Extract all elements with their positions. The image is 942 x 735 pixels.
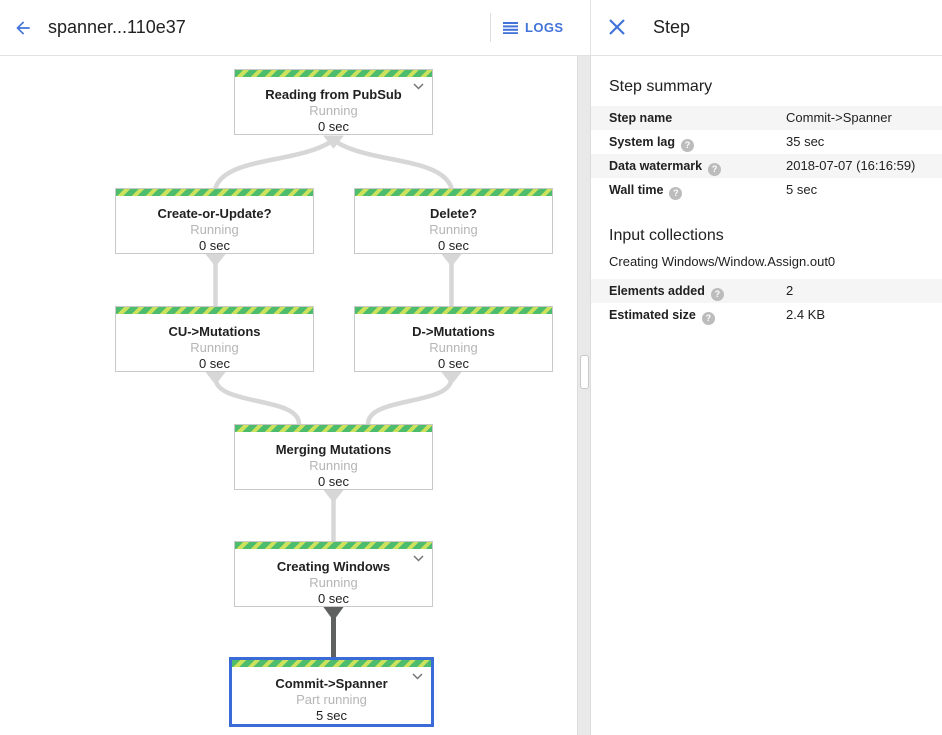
node-title: Merging Mutations — [275, 442, 392, 457]
input-collections-heading: Input collections — [609, 227, 724, 244]
help-icon[interactable]: ? — [681, 139, 695, 152]
row-label: Elements added — [609, 284, 705, 298]
input-row-elements-added: Elements added? 2 — [591, 279, 942, 303]
help-icon[interactable]: ? — [710, 288, 724, 301]
row-value: 2 — [786, 283, 794, 298]
graph-node-d-mutations[interactable]: D->Mutations Running 0 sec — [354, 306, 553, 372]
node-status: Running — [309, 458, 358, 473]
step-detail-panel: Step summary Step name Commit->Spanner S… — [591, 56, 942, 735]
node-title: Delete? — [430, 206, 477, 221]
collection-name: Creating Windows/Window.Assign.out0 — [609, 254, 836, 269]
node-title: Commit->Spanner — [275, 676, 388, 691]
top-bar: spanner...110e37 LOGS Step — [0, 0, 942, 56]
node-status: Running — [429, 222, 478, 237]
row-label: System lag — [609, 135, 676, 149]
row-value: 2018-07-07 (16:16:59) — [786, 158, 916, 173]
row-value: 35 sec — [786, 134, 825, 149]
graph-node-creating-windows[interactable]: Creating Windows Running 0 sec — [234, 541, 433, 607]
node-time: 0 sec — [317, 591, 350, 606]
job-graph-canvas[interactable]: Reading from PubSub Running 0 sec Create… — [0, 56, 577, 735]
running-stripe — [116, 307, 313, 314]
node-title: Creating Windows — [276, 559, 391, 574]
summary-row-step-name: Step name Commit->Spanner — [591, 106, 942, 130]
chevron-down-icon[interactable] — [412, 673, 423, 680]
node-status: Running — [429, 340, 478, 355]
job-title: spanner...110e37 — [48, 17, 186, 37]
running-stripe — [355, 307, 552, 314]
row-value: 5 sec — [786, 182, 818, 197]
graph-edges — [205, 135, 462, 660]
running-stripe — [116, 189, 313, 196]
node-title: Create-or-Update? — [157, 206, 272, 221]
topbar-divider — [490, 13, 491, 42]
node-title: Reading from PubSub — [265, 87, 402, 102]
node-time: 0 sec — [317, 474, 350, 489]
running-stripe — [355, 189, 552, 196]
running-stripe — [232, 660, 431, 667]
graph-node-merging-mutations[interactable]: Merging Mutations Running 0 sec — [234, 424, 433, 490]
panel-title: Step — [653, 17, 691, 37]
summary-row-data-watermark: Data watermark? 2018-07-07 (16:16:59) — [591, 154, 942, 178]
help-icon[interactable]: ? — [669, 187, 683, 200]
graph-node-delete[interactable]: Delete? Running 0 sec — [354, 188, 553, 254]
node-time: 0 sec — [317, 119, 350, 134]
help-icon[interactable]: ? — [708, 163, 722, 176]
chevron-down-icon[interactable] — [413, 83, 424, 90]
logs-button-label: LOGS — [525, 20, 564, 35]
row-label: Step name — [609, 111, 673, 125]
summary-row-system-lag: System lag? 35 sec — [591, 130, 942, 154]
node-time: 0 sec — [198, 356, 231, 371]
pane-resizer-bar — [577, 56, 591, 735]
graph-node-reading-from-pubsub[interactable]: Reading from PubSub Running 0 sec — [234, 69, 433, 135]
node-status: Running — [190, 222, 239, 237]
pane-resizer-handle[interactable] — [580, 355, 589, 389]
node-status: Running — [190, 340, 239, 355]
help-icon[interactable]: ? — [701, 312, 715, 325]
logs-list-icon — [503, 21, 518, 34]
node-title: D->Mutations — [412, 324, 495, 339]
logs-button[interactable]: LOGS — [503, 0, 563, 55]
row-label: Estimated size — [609, 308, 696, 322]
summary-row-wall-time: Wall time? 5 sec — [591, 178, 942, 202]
row-label: Data watermark — [609, 159, 703, 173]
input-row-estimated-size: Estimated size? 2.4 KB — [591, 303, 942, 327]
node-time: 0 sec — [198, 238, 231, 253]
node-status: Part running — [296, 692, 367, 707]
panel-edge-divider — [590, 0, 591, 55]
running-stripe — [235, 425, 432, 432]
graph-node-create-or-update[interactable]: Create-or-Update? Running 0 sec — [115, 188, 314, 254]
node-status: Running — [309, 575, 358, 590]
node-title: CU->Mutations — [168, 324, 261, 339]
node-status: Running — [309, 103, 358, 118]
close-icon[interactable] — [608, 18, 626, 36]
node-time: 0 sec — [437, 356, 470, 371]
row-value: Commit->Spanner — [786, 110, 892, 125]
running-stripe — [235, 542, 432, 549]
row-label: Wall time — [609, 183, 664, 197]
row-value: 2.4 KB — [786, 307, 826, 322]
chevron-down-icon[interactable] — [413, 555, 424, 562]
node-time: 5 sec — [315, 708, 348, 723]
running-stripe — [235, 70, 432, 77]
graph-node-commit-spanner[interactable]: Commit->Spanner Part running 5 sec — [229, 657, 434, 727]
back-arrow-icon[interactable] — [13, 18, 33, 38]
node-time: 0 sec — [437, 238, 470, 253]
graph-node-cu-mutations[interactable]: CU->Mutations Running 0 sec — [115, 306, 314, 372]
step-summary-heading: Step summary — [609, 78, 713, 95]
